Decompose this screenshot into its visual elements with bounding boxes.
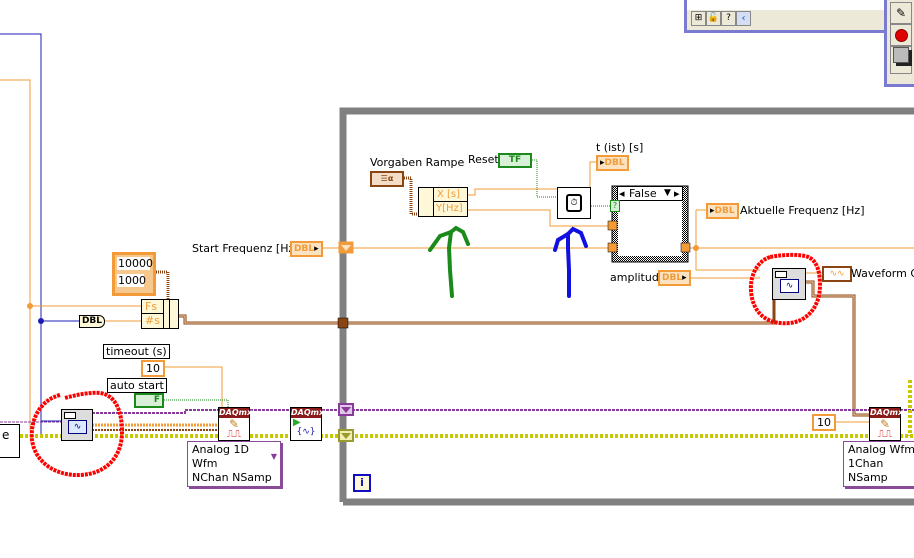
tunnel-cluster: [337, 317, 349, 329]
amplitude-label: amplitude: [610, 271, 666, 284]
tools-palette: ✎: [884, 0, 914, 87]
wire-int-outer: [0, 33, 42, 437]
pencil-icon: ✎: [228, 417, 240, 431]
color-tool-icon[interactable]: [890, 46, 912, 74]
bundle-y-label: Y[Hz]: [436, 203, 463, 214]
pencil-icon: ✎: [879, 417, 891, 431]
to-double-conversion[interactable]: DBL: [79, 315, 105, 328]
breakpoint-icon[interactable]: [890, 24, 912, 46]
waveform-icon: {∿}: [296, 427, 316, 437]
case-tunnel-out: [680, 242, 691, 253]
waveform-icon: ⎍⎍: [878, 429, 892, 440]
bundle-xy-node[interactable]: X [s] Y[Hz]: [418, 187, 468, 217]
waveform-graph-terminal[interactable]: ∿∿: [822, 266, 852, 282]
wiring-tool-icon[interactable]: ✎: [890, 2, 912, 24]
auto-start-label: auto start: [107, 378, 167, 393]
samples-constant[interactable]: 1000: [117, 274, 146, 287]
case-selector[interactable]: ◂ False ▼ ▸: [617, 186, 683, 201]
bundle-by-name-node[interactable]: Fs #s: [141, 299, 179, 329]
wire-task: [92, 409, 218, 414]
wire-t-ist: [589, 161, 598, 189]
while-loop-border: [339, 107, 914, 502]
wire-auto-start: [160, 399, 229, 408]
case-dropdown-icon[interactable]: ▼: [664, 188, 671, 198]
red-circle-annotation-left: [29, 390, 125, 478]
reset-label: Reset: [468, 153, 499, 166]
iteration-terminal: i: [353, 474, 371, 492]
amplitude-control[interactable]: DBL▸: [658, 270, 691, 286]
left-partial-text: e: [2, 428, 10, 442]
timing-scale-node[interactable]: ∿: [61, 409, 93, 441]
waveform-graph-label: Waveform Gr: [851, 267, 914, 280]
t-ist-indicator[interactable]: ▸DBL: [596, 155, 629, 171]
red-circle-annotation-right: [749, 252, 823, 326]
daqmx-timing-node[interactable]: DAQmx ✎ ⎍⎍: [218, 407, 253, 441]
wire-junction: [27, 303, 33, 309]
case-tunnel-in-freq: [607, 242, 618, 253]
blue-arrow-annotation: [553, 226, 588, 298]
daqmx-write-node[interactable]: DAQmx ✎ ⎍⎍: [869, 407, 904, 441]
reset-terminal[interactable]: TF: [498, 153, 532, 168]
bundle-samples-label: #s: [145, 314, 160, 327]
wire-junction: [38, 318, 44, 324]
t-ist-label: t (ist) [s]: [596, 141, 644, 154]
wire-cluster-const: [150, 270, 170, 300]
vorgaben-rampe-label: Vorgaben Rampe: [370, 156, 465, 169]
case-prev-icon[interactable]: ◂: [619, 187, 625, 200]
wire-y: [466, 209, 612, 227]
start-frequenz-label: Start Frequenz [Hz]: [192, 242, 299, 255]
timeout-constant[interactable]: 10: [141, 360, 165, 377]
dropdown-arrow-icon: ▼: [270, 452, 277, 461]
case-selector-value: False: [629, 187, 657, 200]
help-icon[interactable]: ?: [721, 11, 736, 26]
auto-start-constant[interactable]: F: [134, 393, 164, 408]
wire-waveform-inner: [806, 281, 870, 416]
timing-cluster-constant[interactable]: 10000 1000: [112, 252, 156, 296]
start-frequenz-control[interactable]: DBL▸: [290, 241, 323, 257]
wire-reset: [530, 159, 557, 198]
left-partial-node[interactable]: e: [0, 424, 20, 458]
case-next-icon[interactable]: ▸: [674, 187, 680, 200]
case-tunnel-in-y: [607, 220, 618, 231]
play-icon: ▶: [293, 417, 301, 428]
vorgaben-rampe-terminal[interactable]: ☰α: [370, 171, 404, 187]
wire-cluster-timing-inner: [178, 315, 774, 324]
wire-cluster-timing: [178, 300, 776, 325]
daqmx-start-task-node[interactable]: DAQmx ▶ {∿}: [290, 407, 324, 441]
daqmx-write-instance-selector[interactable]: Analog Wfm 1Chan NSamp: [843, 441, 914, 487]
write-timeout-constant[interactable]: 10: [812, 414, 836, 431]
aktuelle-frequenz-indicator[interactable]: ▸DBL: [706, 203, 739, 219]
scroll-left-icon[interactable]: ‹: [736, 11, 751, 26]
waveform-icon: ⎍⎍: [227, 429, 241, 440]
wire-x: [466, 188, 557, 196]
case-selector-terminal: ?: [610, 200, 620, 212]
daqmx-read-instance-selector[interactable]: Analog 1D Wfm NChan NSamp ▼: [187, 441, 281, 487]
lock-icon[interactable]: 🔓: [706, 11, 721, 26]
aktuelle-frequenz-label: Aktuelle Frequenz [Hz]: [740, 204, 865, 217]
wire-dbl-outer: [0, 79, 31, 430]
context-help-window: ⊞ 🔓 ? ‹: [684, 0, 900, 33]
green-arrow-annotation: [428, 225, 470, 298]
bundle-fs-label: Fs: [145, 300, 158, 313]
timeout-label: timeout (s): [103, 344, 170, 359]
wire-timeout: [160, 366, 223, 408]
waveform-icon: ∿: [780, 279, 799, 293]
waveform-generator-node[interactable]: ∿: [772, 268, 806, 300]
waveform-icon: ∿: [68, 420, 87, 434]
vi-hierarchy-icon[interactable]: ⊞: [691, 11, 706, 26]
bundle-x-label: X [s]: [437, 189, 461, 200]
watch-icon: ⏱: [566, 194, 582, 212]
wire-to-aktuelle: [695, 210, 760, 271]
wire-ramp-cluster: [404, 176, 420, 216]
fs-constant[interactable]: 10000: [117, 257, 153, 270]
elapsed-time-node[interactable]: ⏱: [557, 187, 591, 219]
